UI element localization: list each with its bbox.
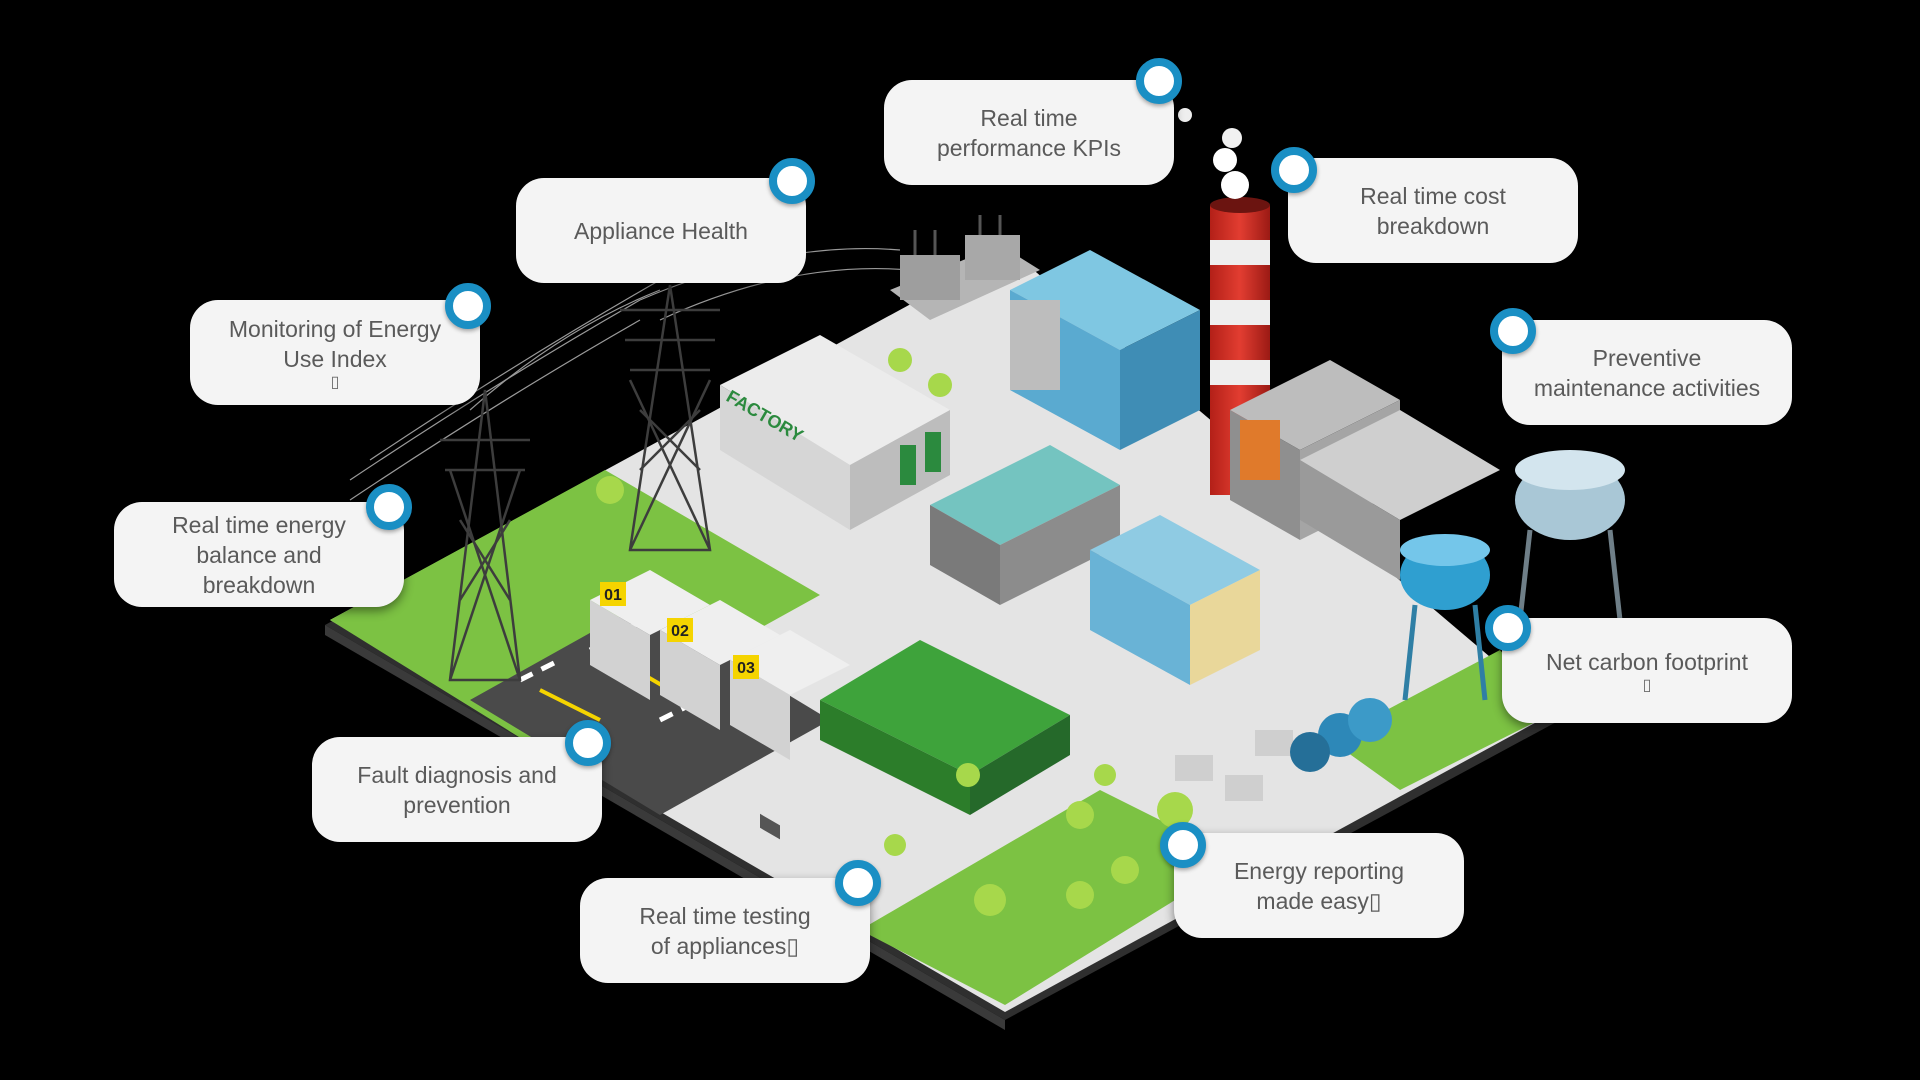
- callout-real-time-energy-balance: Real time energy balance and breakdown: [114, 502, 404, 607]
- power-pylon-right: [620, 284, 720, 552]
- callout-monitoring-energy-use-index: Monitoring of Energy Use Index ▯: [190, 300, 480, 405]
- callout-line: balance and: [196, 541, 322, 568]
- garage-label-02: 02: [671, 623, 689, 640]
- office-building-small: [1090, 515, 1260, 685]
- water-tower-small: [1400, 534, 1490, 701]
- garages: 01 02 03: [590, 570, 850, 760]
- callout-glyph: ▯: [1642, 676, 1652, 694]
- callout-line: Real time testing: [639, 902, 811, 929]
- callout-appliance-health: Appliance Health: [516, 178, 806, 283]
- garage-label-03: 03: [737, 660, 755, 677]
- hotspot-node-kpis[interactable]: [1136, 58, 1182, 104]
- hotspot-node-appliance-health[interactable]: [769, 158, 815, 204]
- hotspot-node-carbon[interactable]: [1485, 605, 1531, 651]
- callout-net-carbon-footprint: Net carbon footprint ▯: [1502, 618, 1792, 723]
- callout-line: performance KPIs: [936, 134, 1122, 161]
- callout-preventive-maintenance: Preventive maintenance activities: [1502, 320, 1792, 425]
- power-pylon-left: [440, 389, 530, 682]
- callout-line: Monitoring of Energy: [228, 315, 442, 342]
- callout-line: prevention: [403, 791, 511, 818]
- hotspot-node-energy-use-index[interactable]: [445, 283, 491, 329]
- factory-building: FACTORY: [720, 335, 950, 840]
- callout-line: Real time cost: [1360, 182, 1506, 209]
- callout-line: breakdown: [1376, 212, 1490, 239]
- callout-line: breakdown: [202, 571, 316, 598]
- callout-real-time-performance-kpis: Real time performance KPIs: [884, 80, 1174, 185]
- callout-line: Appliance Health: [574, 217, 748, 244]
- hotspot-node-energy-balance[interactable]: [366, 484, 412, 530]
- hotspot-node-preventive[interactable]: [1490, 308, 1536, 354]
- hvac-units: [1175, 698, 1392, 801]
- callout-line: made easy▯: [1256, 887, 1382, 914]
- callout-line: Use Index: [283, 345, 387, 372]
- callout-line: Real time: [980, 104, 1078, 131]
- green-hangar: [820, 640, 1070, 815]
- callout-line: Fault diagnosis and: [357, 761, 557, 788]
- callout-line: Energy reporting: [1233, 857, 1405, 884]
- callout-line: of appliances▯: [650, 932, 800, 959]
- callout-line: Net carbon footprint: [1545, 648, 1748, 675]
- warehouse-teal: [930, 445, 1120, 605]
- callout-real-time-testing: Real time testing of appliances▯: [580, 878, 870, 983]
- callout-energy-reporting: Energy reporting made easy▯: [1174, 833, 1464, 938]
- hotspot-node-testing[interactable]: [835, 860, 881, 906]
- hotspot-node-reporting[interactable]: [1160, 822, 1206, 868]
- water-tower-large: [1515, 450, 1625, 621]
- hotspot-node-fault[interactable]: [565, 720, 611, 766]
- trees: [596, 348, 1193, 916]
- garage-label-01: 01: [604, 587, 622, 604]
- office-building-blue: [1010, 250, 1200, 450]
- callout-real-time-cost-breakdown: Real time cost breakdown: [1288, 158, 1578, 263]
- callout-line: Preventive: [1592, 344, 1702, 371]
- callout-line: maintenance activities: [1533, 374, 1761, 401]
- callout-glyph: ▯: [330, 373, 340, 391]
- callout-fault-diagnosis: Fault diagnosis and prevention: [312, 737, 602, 842]
- callout-line: Real time energy: [172, 511, 346, 538]
- transformer-station: [890, 215, 1040, 320]
- hotspot-node-cost[interactable]: [1271, 147, 1317, 193]
- grey-plant-building: [1230, 360, 1500, 580]
